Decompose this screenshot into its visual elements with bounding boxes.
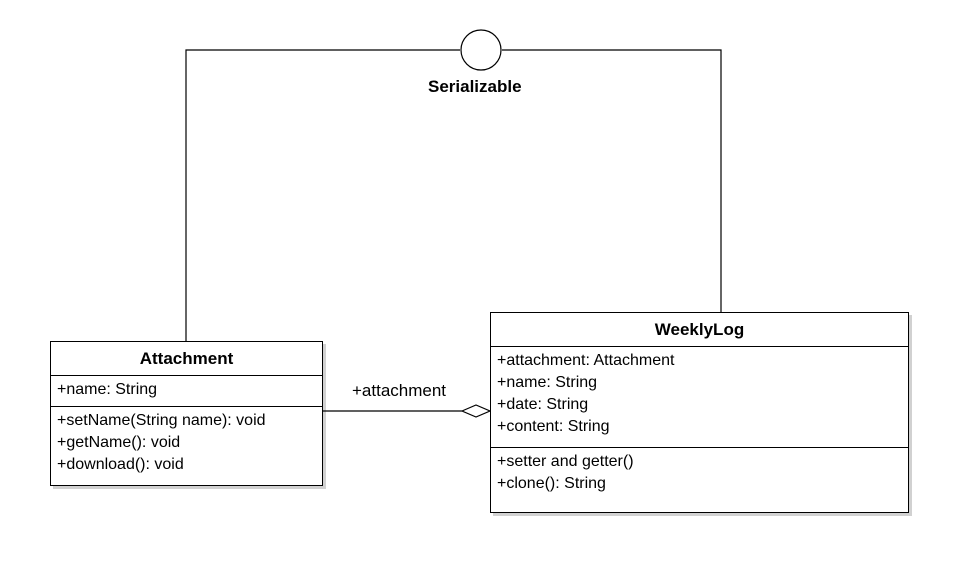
weeklylog-class[interactable]: WeeklyLog +attachment: Attachment +name:… [490, 312, 909, 513]
attribute: +date: String [497, 396, 589, 413]
serializable-interface-circle[interactable] [460, 29, 502, 71]
realization-line-weeklylog [502, 49, 722, 312]
methods-section: +setter and getter() +clone(): String [491, 448, 908, 499]
class-name: Attachment [51, 342, 322, 376]
attribute: +name: String [57, 381, 158, 398]
attributes-section: +attachment: Attachment +name: String +d… [491, 347, 908, 448]
attribute: +content: String [497, 418, 610, 435]
realization-line-attachment [185, 49, 460, 341]
attribute: +attachment: Attachment [497, 352, 675, 369]
method: +setName(String name): void [57, 412, 266, 429]
method: +setter and getter() [497, 453, 634, 470]
attribute: +name: String [497, 374, 598, 391]
class-name: WeeklyLog [491, 313, 908, 347]
method: +download(): void [57, 456, 184, 473]
methods-section: +setName(String name): void +getName(): … [51, 407, 322, 480]
interface-label: Serializable [428, 77, 522, 96]
association-label: +attachment [352, 381, 447, 400]
attributes-section: +name: String [51, 376, 322, 407]
method: +getName(): void [57, 434, 181, 451]
attachment-class[interactable]: Attachment +name: String +setName(String… [50, 341, 323, 486]
method: +clone(): String [497, 475, 606, 492]
aggregation-diamond [460, 404, 492, 418]
